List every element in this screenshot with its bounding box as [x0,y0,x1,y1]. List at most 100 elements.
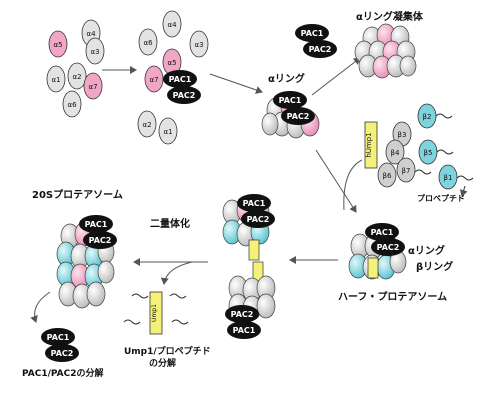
half-proteasome: PAC1 PAC2 [348,223,407,280]
pac1-label-c: PAC1 [279,96,302,105]
ump1-degradation-label-1: Ump1/プロペプチド [124,345,211,357]
pac1-label-h: PAC1 [47,333,70,342]
pac-degradation: PAC1 PAC2 [41,328,79,362]
alpha-ring-aggregate [354,23,417,79]
alpha1-label: α1 [51,76,60,84]
alpha5-subunit-b: α5 [162,48,182,76]
alpha6-subunit: α6 [62,90,82,118]
pac1-chaperone-h: PAC1 [41,328,75,346]
ump1-degradation-label-2: の分解 [149,357,176,369]
beta2-label: β2 [423,113,432,121]
arrow-to-ump1-degradation [160,261,193,285]
beta5-subunit: β5 [418,139,454,165]
pac1-chaperone-e: PAC1 [237,194,271,212]
alpha1-subunit: α1 [46,65,66,93]
pac2-chaperone-a: PAC2 [303,40,337,58]
proteasome-20s-label: 20Sプロテアソーム [32,188,123,201]
proteasome-20s: PAC1 PAC2 [56,215,117,309]
alpha-ring-aggregate-label: αリング凝集体 [356,10,424,23]
pac1-chaperone-f: PAC1 [227,321,261,339]
alpha3-subunit: α3 [85,37,105,65]
free-alpha-subunits: α5 α4 α3 α1 α2 α7 α6 [46,19,105,118]
pac1-chaperone-d: PAC1 [365,223,399,241]
dimerization-label: 二量体化 [150,217,190,230]
pac1-chaperone-c: PAC1 [273,91,307,109]
pac2-label-e: PAC2 [247,215,270,224]
arrow-to-alpha-ring [209,73,263,94]
pac2-chaperone-h: PAC2 [45,344,79,362]
pac2-chaperone-f: PAC2 [225,305,259,323]
hump1-chaperone: hUmp1 [364,121,378,169]
alpha4-subunit-b: α4 [162,10,182,38]
beta6-subunit: β6 [377,162,397,188]
alpha-ring-label: αリング [268,72,305,85]
pac2-label-a: PAC2 [309,45,332,54]
propeptide-pointer [459,185,468,197]
beta-ring-stacked-label: βリング [416,260,453,273]
arrow-to-aggregate [311,57,361,96]
pac2-label-b: PAC2 [173,91,196,100]
pac1-label-a: PAC1 [301,29,324,38]
alpha3-label: α3 [90,48,99,56]
free-pac-top: PAC1 PAC2 [295,24,337,58]
upper-half: PAC1 PAC2 [222,194,275,261]
alpha2-subunit: α2 [67,62,87,90]
alpha3-label-b: α3 [194,41,203,49]
alpha7-subunit-b: α7 [144,65,164,93]
pac1-chaperone-b: PAC1 [163,70,197,88]
pac1-label-g: PAC1 [85,220,108,229]
pac1-label-b: PAC1 [169,75,192,84]
alpha3-subunit-b: α3 [189,30,209,58]
beta5-label: β5 [424,149,433,157]
beta7-subunit: β7 [396,157,432,183]
beta4-subunit: β4 [385,139,405,165]
pac2-chaperone-c: PAC2 [281,107,315,125]
arrow-to-half-proteasome-main [315,149,357,213]
alpha5-label-b: α5 [167,59,176,67]
beta7-label: β7 [402,167,411,175]
alpha2-label: α2 [72,73,81,81]
pac1-chaperone-g: PAC1 [79,215,113,233]
pac2-chaperone-e: PAC2 [241,210,275,228]
pac2-chaperone-d: PAC2 [371,238,405,256]
alpha6-label: α6 [67,101,77,109]
alpha5-label: α5 [53,41,62,49]
beta2-subunit: β2 [417,103,453,129]
pac1-chaperone-a: PAC1 [295,24,329,42]
alpha-subunits-with-pac: α4 α6 α5 α3 α7 α2 α1 PAC1 [137,10,209,145]
pac1-label-e: PAC1 [243,199,266,208]
pac2-label-c: PAC2 [287,112,310,121]
alpha5-subunit: α5 [48,30,68,58]
lower-half: PAC2 PAC1 [225,261,276,339]
alpha6-subunit-b: α6 [138,28,158,56]
half-proteasome-dimer: PAC1 PAC2 PAC2 PAC1 [222,194,276,339]
pac2-label-f: PAC2 [231,310,254,319]
alpha4-label-b: α4 [167,21,177,29]
pac2-chaperone-g: PAC2 [83,231,117,249]
hump1-label: hUmp1 [365,132,373,157]
arrow-to-pac-degradation [30,291,51,323]
beta1-label: β1 [444,174,453,182]
alpha-ring-complex: PAC1 PAC2 [261,91,320,139]
alpha1-label-b: α1 [163,128,172,136]
alpha1-subunit-b: α1 [158,117,178,145]
pac1-label-f: PAC1 [233,326,256,335]
pac1-label-d: PAC1 [371,228,394,237]
alpha6-label-b: α6 [143,39,153,47]
ump1-beta-group: hUmp1 β2 β3 β4 β5 β6 β7 [364,103,474,203]
beta1-subunit: β1 [438,164,474,190]
alpha2-label-b: α2 [142,121,151,129]
alpha-ring-stacked-label: αリング [408,244,445,257]
half-proteasome-label: ハーフ・プロテアソーム [338,290,447,303]
alpha7-subunit: α7 [83,72,103,100]
propeptide-label: プロペプチド [417,193,465,203]
alpha7-label: α7 [88,83,97,91]
beta6-label: β6 [383,172,392,180]
arrow-beta-in [343,159,363,211]
pac2-label-d: PAC2 [377,243,400,252]
ump1-small-label: Ump1 [151,304,158,322]
ump1-degradation: Ump1 [123,291,189,335]
alpha2-subunit-b: α2 [137,110,157,138]
